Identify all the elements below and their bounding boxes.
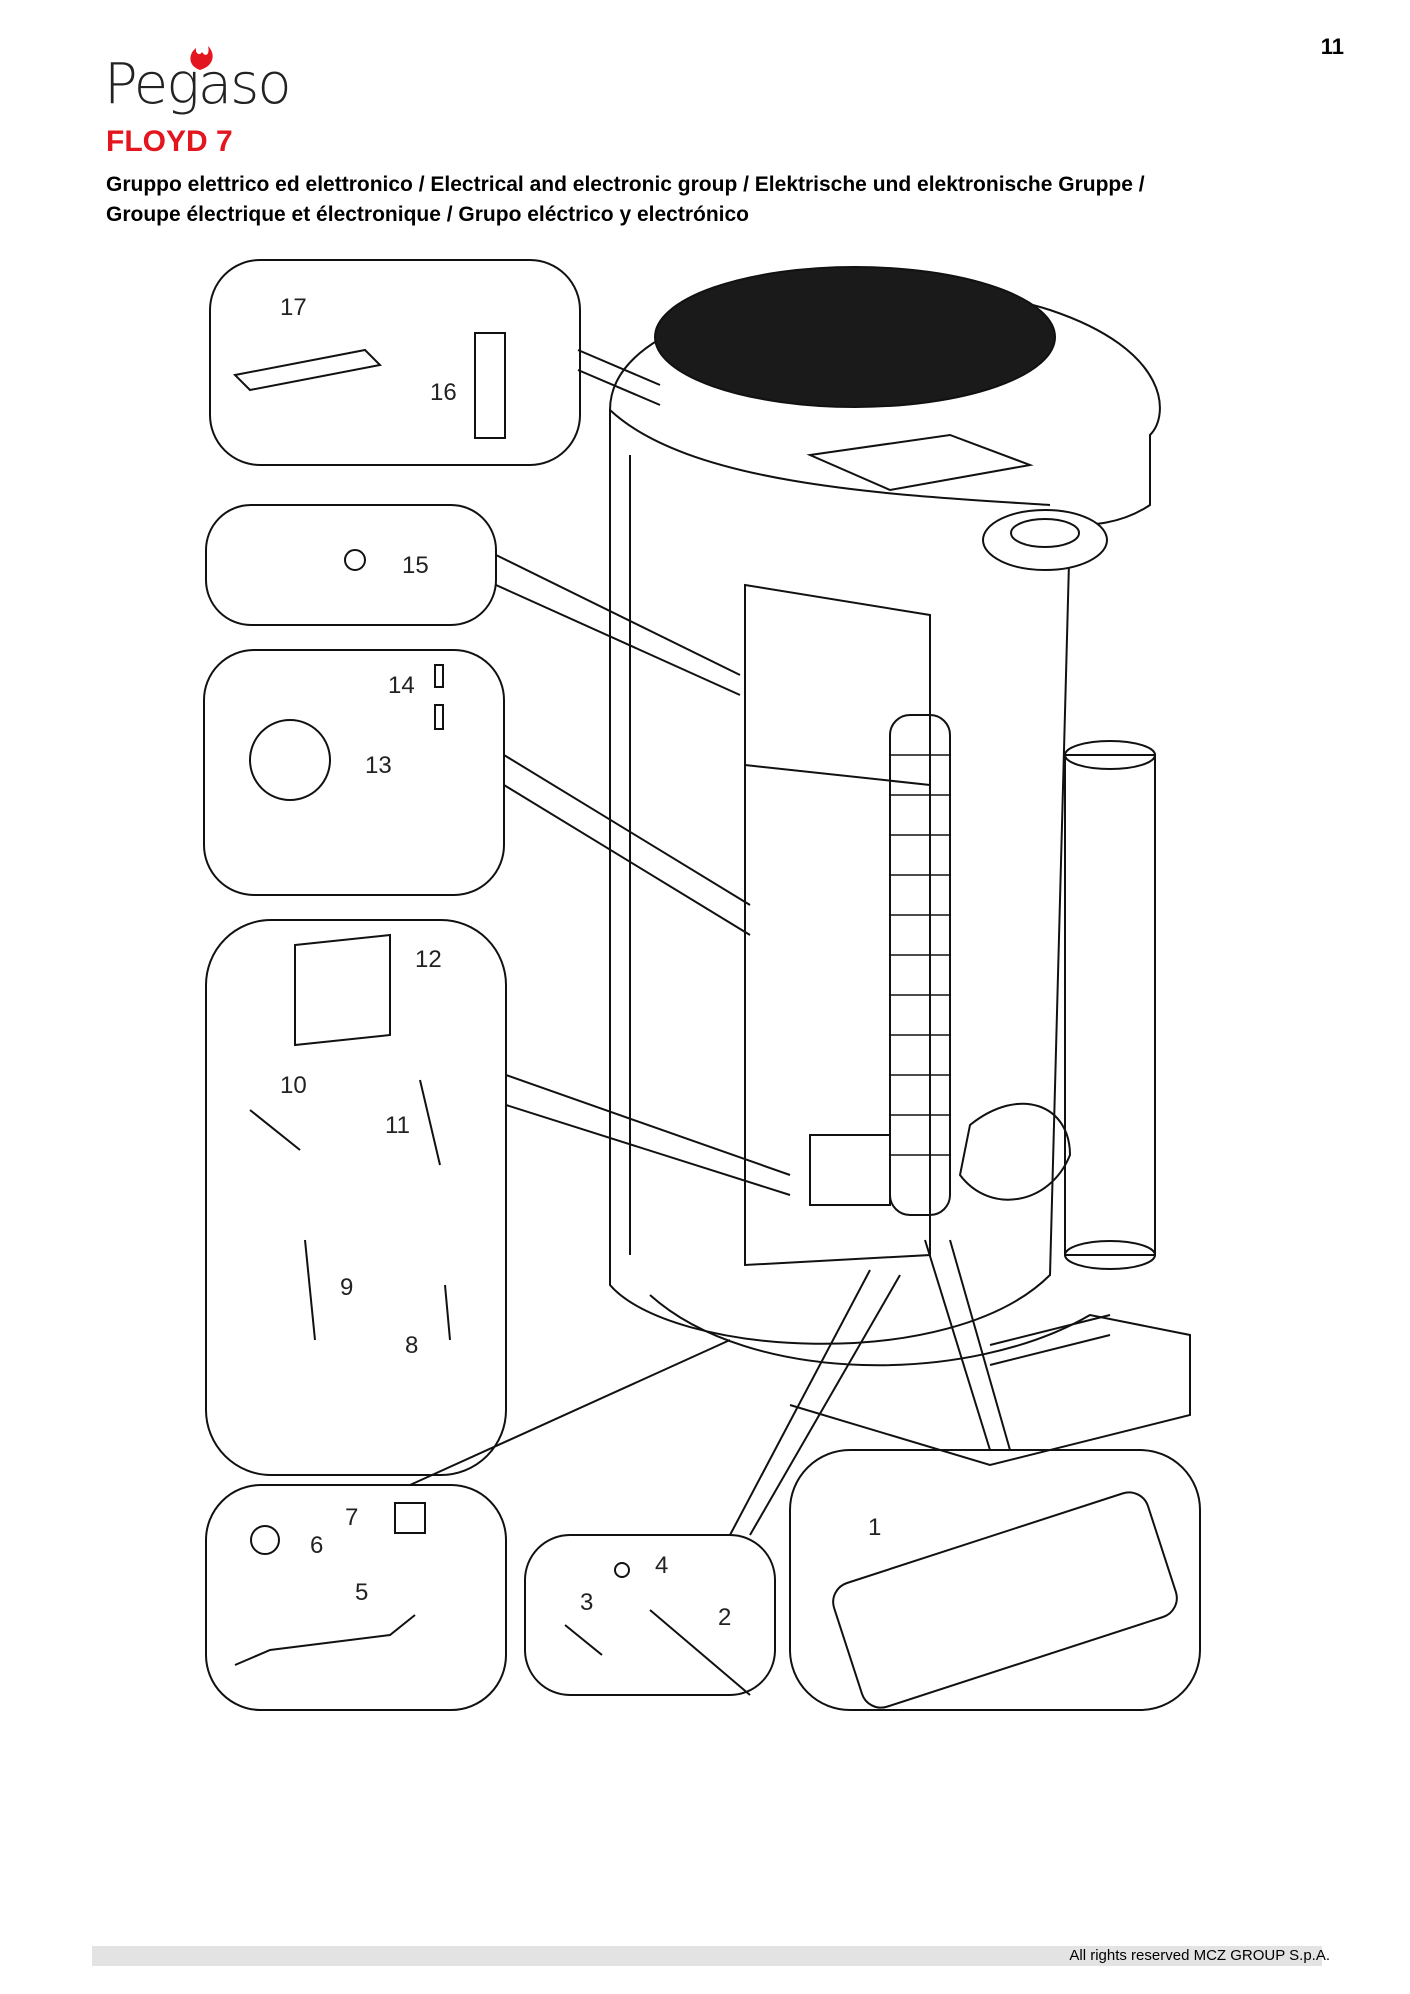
part-14-fuse [434, 664, 444, 688]
callout-box-2-4 [524, 1534, 776, 1696]
flue-pipe-bottom [1064, 1240, 1156, 1270]
part-12-board [294, 933, 391, 1047]
part-label-12: 12 [415, 946, 442, 973]
leader-12 [505, 1074, 791, 1196]
leader-2-4 [729, 1269, 901, 1536]
stove-top-edge [609, 409, 1051, 506]
part-8-cable [444, 1284, 451, 1341]
callout-box-5-7 [205, 1484, 507, 1711]
part-label-11: 11 [385, 1112, 410, 1139]
part-label-16: 16 [430, 379, 457, 406]
leader-5-7 [409, 1339, 731, 1486]
part-7-switch [394, 1502, 426, 1534]
flue-ring-inner [1010, 518, 1080, 548]
brand-logo: Pegaso [104, 40, 292, 120]
part-label-14: 14 [388, 672, 415, 699]
subtitle-line-2: Groupe électrique et électronique / Grup… [106, 203, 750, 226]
exploded-parts-diagram: 17 16 15 14 13 12 11 10 9 8 7 6 5 4 3 2 … [203, 259, 1201, 1711]
brand-name: Pegaso [104, 52, 292, 117]
base-vent-2 [989, 1334, 1111, 1366]
part-label-5: 5 [355, 1579, 368, 1606]
part-4-sensor [614, 1562, 630, 1578]
part-label-4: 4 [655, 1552, 668, 1579]
page-number: 11 [1320, 34, 1344, 59]
part-5-power-cord [234, 1614, 416, 1666]
part-label-2: 2 [718, 1604, 731, 1631]
part-label-17: 17 [280, 294, 307, 321]
flue-pipe-top [1064, 740, 1156, 770]
model-title: FLOYD 7 [106, 125, 233, 158]
leader-top [577, 349, 661, 406]
callout-box-13-14 [203, 649, 505, 896]
part-label-6: 6 [310, 1532, 323, 1559]
part-label-13: 13 [365, 752, 392, 779]
part-label-15: 15 [402, 552, 429, 579]
stove-base [649, 1294, 1191, 1467]
part-10-cable [249, 1109, 301, 1151]
subtitle-line-1: Gruppo elettrico ed elettronico / Electr… [106, 173, 1145, 196]
callout-box-8-12 [205, 919, 507, 1476]
base-vent-1 [989, 1314, 1111, 1346]
hose-ribs [890, 754, 950, 1156]
callout-box-1 [789, 1449, 1201, 1711]
part-9-cable [304, 1239, 316, 1341]
part-15-sensor [344, 549, 366, 571]
part-2-probe [649, 1609, 751, 1696]
footer-bar [92, 1946, 1322, 1966]
inner-shelf [744, 764, 931, 786]
part-label-7: 7 [345, 1504, 358, 1531]
leader-1 [924, 1239, 1011, 1451]
footer-copyright: All rights reserved MCZ GROUP S.p.A. [1069, 1947, 1330, 1964]
flame-icon [190, 46, 213, 70]
section-subtitle: Gruppo elettrico ed elettronico / Electr… [106, 170, 1306, 230]
leader-13 [503, 754, 751, 936]
part-label-10: 10 [280, 1072, 307, 1099]
callout-box-15 [205, 504, 497, 626]
part-17-panel [232, 348, 383, 392]
control-panel-top [806, 433, 1034, 492]
inner-chamber [744, 583, 931, 1267]
part-label-3: 3 [580, 1589, 593, 1616]
top-grille [654, 266, 1056, 408]
part-3-probe [564, 1624, 603, 1656]
extraction-motor [809, 1134, 891, 1206]
part-16-bracket [474, 332, 506, 439]
stove-body-outline [609, 289, 1161, 1345]
flue-elbow [958, 1102, 1072, 1201]
flue-pipe [1064, 754, 1156, 1256]
part-label-8: 8 [405, 1332, 418, 1359]
flexible-hose [889, 714, 951, 1216]
callout-box-16-17 [209, 259, 581, 466]
part-label-9: 9 [340, 1274, 353, 1301]
part-13-pressure-switch [249, 719, 331, 801]
part-14-fuse-b [434, 704, 444, 730]
flue-ring [982, 509, 1108, 571]
leader-15 [495, 554, 741, 696]
part-6-connector [250, 1525, 280, 1555]
part-11-harness [419, 1079, 441, 1166]
part-label-1: 1 [868, 1514, 881, 1541]
part-1-tangential-fan [832, 1491, 1178, 1709]
